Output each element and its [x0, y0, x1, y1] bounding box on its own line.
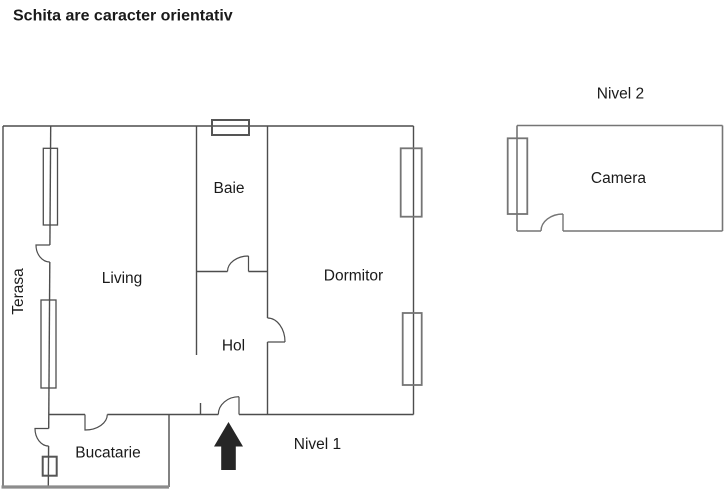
level-label-nivel1: Nivel 1	[294, 436, 341, 453]
room-label-camera: Camera	[591, 170, 647, 187]
window-dormitor-upper	[399, 147, 423, 218]
window-dormitor-lower	[401, 312, 423, 386]
room-label-living: Living	[102, 270, 143, 287]
door-entrance	[217, 396, 240, 415]
windows	[40, 119, 529, 477]
window-terasa-upper	[42, 147, 59, 226]
door-bucatarie	[84, 414, 108, 431]
doors	[34, 244, 286, 447]
entrance-arrow-icon	[214, 422, 243, 470]
room-label-bucatarie: Bucatarie	[75, 445, 140, 462]
door-terasa-bucatarie	[34, 427, 49, 447]
window-baie-top	[211, 119, 250, 136]
wall-terasa-living-seg1	[49, 125, 52, 246]
window-camera	[506, 137, 529, 215]
wall-terasa-living-seg2	[48, 261, 51, 429]
labels: Schita are caracter orientativ Terasa Li…	[10, 8, 646, 462]
door-dormitor	[267, 317, 286, 343]
door-camera	[540, 213, 564, 232]
room-label-terasa: Terasa	[10, 268, 27, 315]
window-terasa-lower	[40, 299, 57, 389]
room-label-baie: Baie	[213, 180, 244, 197]
room-label-dormitor: Dormitor	[324, 268, 383, 285]
window-bucatarie-small	[41, 455, 58, 477]
door-baie	[226, 255, 250, 272]
main-unit-walls	[2, 125, 415, 488]
door-living-terasa	[35, 244, 50, 263]
level-label-nivel2: Nivel 2	[597, 86, 644, 103]
room-label-hol: Hol	[222, 338, 245, 355]
plan-title: Schita are caracter orientativ	[13, 8, 233, 25]
camera-unit-walls	[516, 124, 724, 232]
